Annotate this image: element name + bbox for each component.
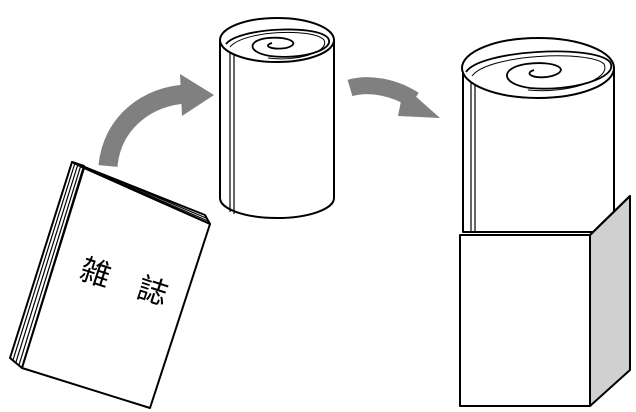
arrow-2-icon — [347, 77, 440, 118]
magazine-book: 雑 誌 — [9, 161, 211, 409]
arrow-1-shaft — [98, 84, 187, 168]
roll-top-rim — [219, 17, 335, 63]
box-roll-spiral — [465, 50, 613, 90]
roll-spiral — [225, 28, 331, 58]
rolled-magazine-in-box — [459, 37, 631, 407]
box-front-face — [459, 234, 591, 407]
arrow-1-head — [180, 74, 214, 116]
roll-body — [219, 39, 335, 219]
magazine-cover — [21, 167, 211, 409]
rolled-magazine — [219, 17, 335, 219]
arrow-1-icon — [98, 74, 214, 168]
arrow-2-head — [398, 86, 440, 118]
